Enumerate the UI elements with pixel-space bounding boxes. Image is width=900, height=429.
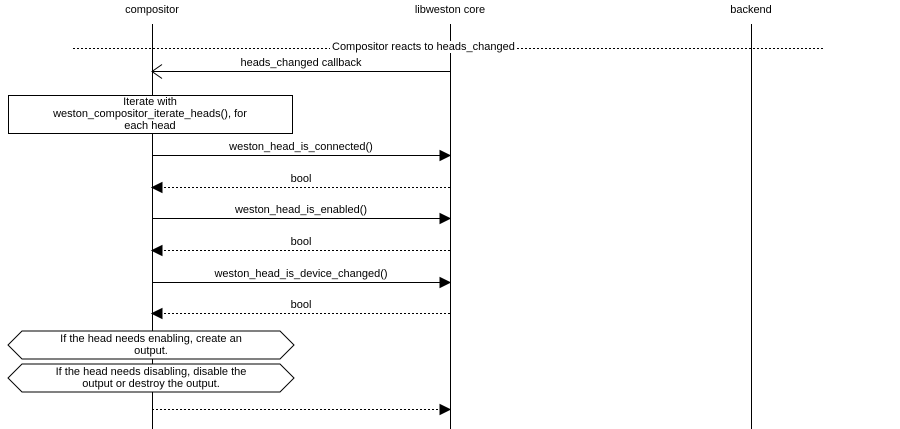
note-text-2: If the head needs disabling, disable the…: [8, 366, 294, 390]
arrowhead-filled-2: [150, 181, 163, 194]
note-line: weston_compositor_iterate_heads(), for: [53, 108, 247, 120]
note-hexagon-1: [7, 330, 295, 360]
message-label-5: weston_head_is_device_changed(): [214, 268, 388, 280]
arrowhead-filled-4: [150, 244, 163, 257]
note-rect-0: [8, 95, 293, 134]
note-hexagon-2: [7, 363, 295, 393]
arrowhead-filled-7: [439, 403, 452, 416]
note-line: each head: [124, 120, 176, 132]
note-line: If the head needs enabling, create an: [60, 333, 242, 345]
participant-label-backend: backend: [730, 4, 772, 16]
note-line: If the head needs disabling, disable the: [55, 366, 247, 378]
note-line: Iterate with: [123, 96, 177, 108]
message-label-4: bool: [290, 236, 312, 248]
participant-label-compositor: compositor: [125, 4, 179, 16]
divider-label: Compositor reacts to heads_changed: [330, 41, 517, 53]
arrowhead-filled-3: [439, 212, 452, 225]
message-label-1: weston_head_is_connected(): [229, 141, 373, 153]
message-label-3: weston_head_is_enabled(): [234, 204, 368, 216]
message-label-2: bool: [290, 173, 312, 185]
arrowhead-filled-6: [150, 307, 163, 320]
note-line: output or destroy the output.: [82, 378, 220, 390]
arrowhead-open-0: [151, 64, 163, 79]
participant-label-libweston-core: libweston core: [414, 4, 486, 16]
message-label-0: heads_changed callback: [240, 57, 362, 69]
arrowhead-filled-1: [439, 149, 452, 162]
message-label-6: bool: [290, 299, 312, 311]
note-line: output.: [134, 345, 168, 357]
arrowhead-filled-5: [439, 276, 452, 289]
